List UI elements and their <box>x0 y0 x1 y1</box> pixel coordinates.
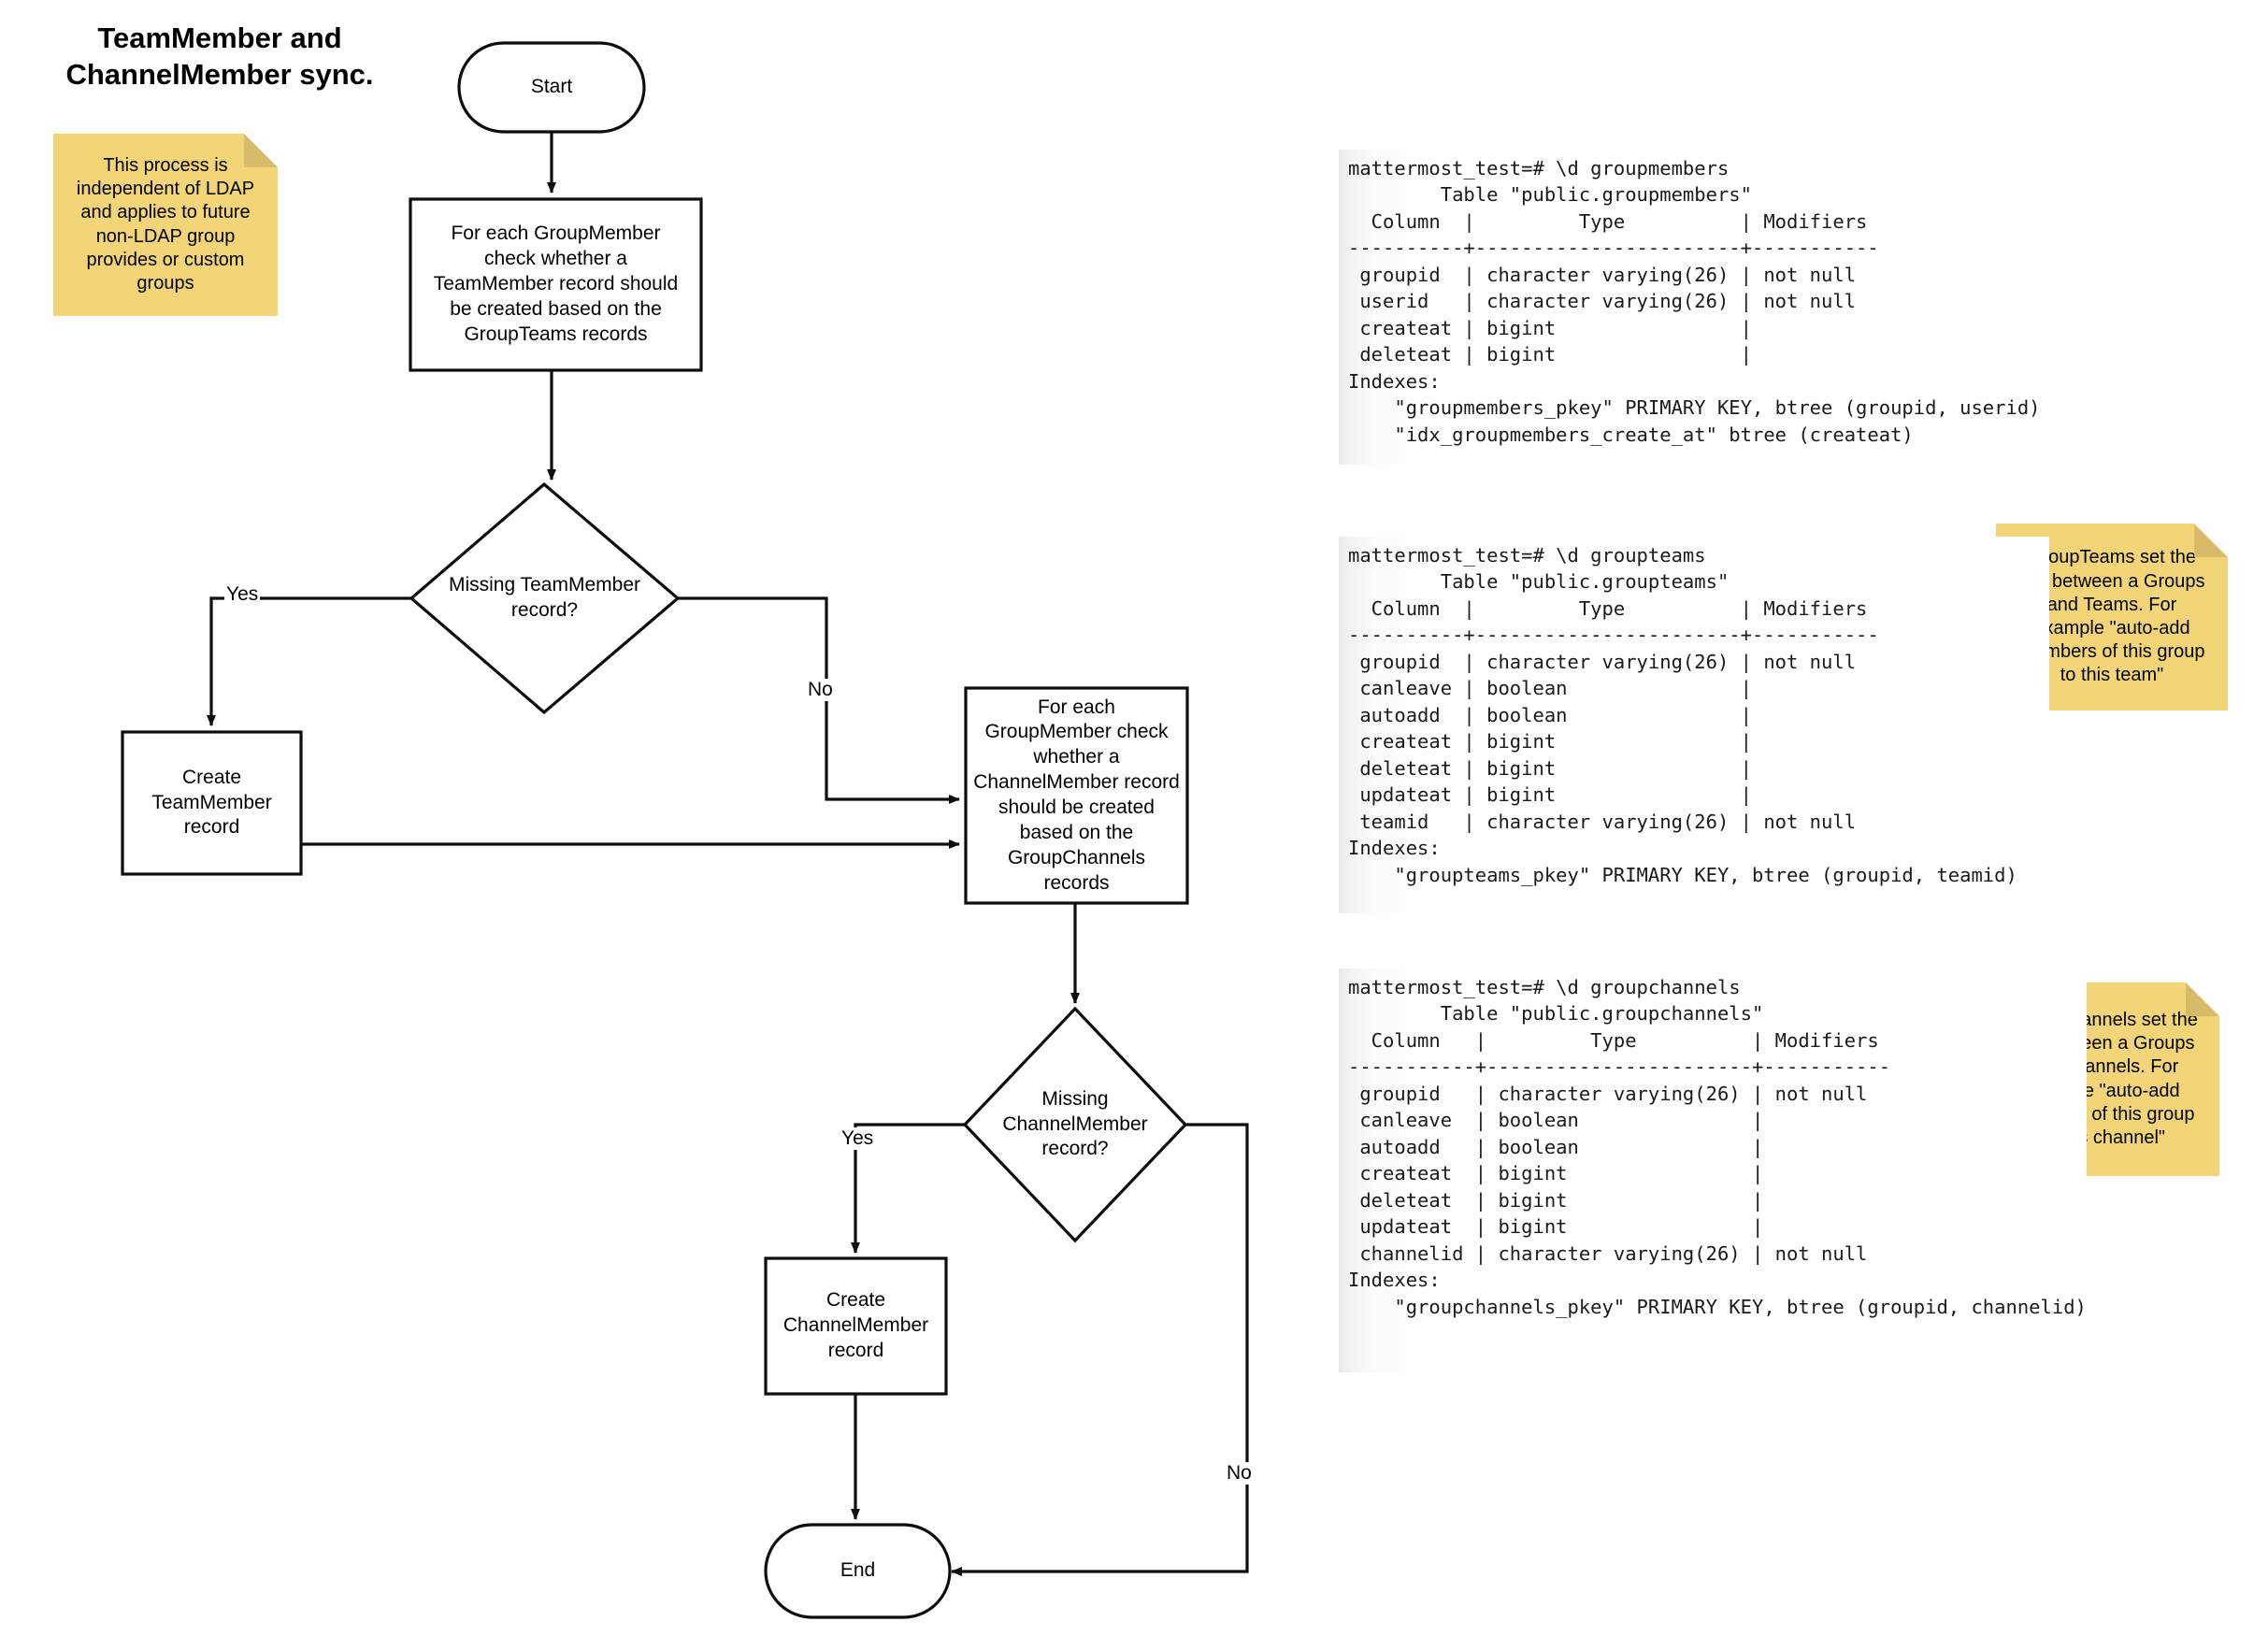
edge-label-channelmember-no: No <box>1225 1462 1254 1485</box>
terminal-line: autoadd | boolean | <box>1348 703 1752 726</box>
terminal-line: Column | Type | Modifiers <box>1348 209 1879 233</box>
terminal-line: Column | Type | Modifiers <box>1348 1028 1891 1052</box>
sticky-note-ldap: This process is independent of LDAP and … <box>53 134 278 316</box>
terminal-groupchannels: mattermost_test=# \d groupchannels Table… <box>1339 969 2087 1372</box>
terminal-line: ----------+-----------------------+-----… <box>1348 624 1879 647</box>
node-create-teammember-shape <box>121 730 303 876</box>
terminal-line: ----------+-----------------------+-----… <box>1348 237 1879 260</box>
terminal-line: autoadd | boolean | <box>1348 1135 1764 1158</box>
terminal-line: mattermost_test=# \d groupchannels <box>1348 976 1741 998</box>
node-create-channelmember-shape <box>764 1256 948 1396</box>
terminal-line: deleteat | bigint | <box>1348 756 1752 780</box>
terminal-line: updateat | bigint | <box>1348 1215 1764 1239</box>
page-title: TeamMember and ChannelMember sync. <box>65 22 374 91</box>
terminal-line: "groupchannels_pkey" PRIMARY KEY, btree … <box>1348 1295 2087 1318</box>
flowchart-graphics <box>121 41 1249 1619</box>
terminal-line: Table "public.groupteams" <box>1348 570 1730 594</box>
node-missing-teammember-shape <box>409 481 681 715</box>
edge-label-channelmember-yes: Yes <box>840 1127 876 1150</box>
terminal-line: teamid | character varying(26) | not nul… <box>1348 810 1857 833</box>
terminal-line: groupid | character varying(26) | not nu… <box>1348 650 1857 673</box>
terminal-line: createat | bigint | <box>1348 730 1752 753</box>
node-check-teammember-shape <box>409 197 703 372</box>
terminal-line: Table "public.groupmembers" <box>1348 183 1752 207</box>
terminal-line: canleave | boolean | <box>1348 677 1752 700</box>
terminal-groupteams: mattermost_test=# \d groupteams Table "p… <box>1339 537 2049 913</box>
terminal-line: Indexes: <box>1348 1269 1441 1292</box>
terminal-line: groupid | character varying(26) | not nu… <box>1348 263 1857 286</box>
edge-label-teammember-no: No <box>806 679 835 701</box>
sticky-fold-icon <box>2186 983 2219 1016</box>
node-end-shape <box>764 1523 952 1619</box>
terminal-line: -----------+-----------------------+----… <box>1348 1055 1891 1079</box>
terminal-line: "groupmembers_pkey" PRIMARY KEY, btree (… <box>1348 396 2041 420</box>
terminal-line: updateat | bigint | <box>1348 783 1752 807</box>
terminal-groupmembers: mattermost_test=# \d groupmembers Table … <box>1339 150 2049 465</box>
terminal-line: Column | Type | Modifiers <box>1348 596 1879 620</box>
terminal-line: deleteat | bigint | <box>1348 343 1752 366</box>
terminal-line: "idx_groupmembers_create_at" btree (crea… <box>1348 423 1914 446</box>
node-check-channelmember-shape <box>964 686 1189 905</box>
terminal-line: mattermost_test=# \d groupteams <box>1348 544 1706 567</box>
terminal-line: canleave | boolean | <box>1348 1109 1764 1132</box>
terminal-line: createat | bigint | <box>1348 1162 1764 1185</box>
terminal-line: Table "public.groupchannels" <box>1348 1002 1764 1026</box>
terminal-line: createat | bigint | <box>1348 316 1752 339</box>
edge-label-teammember-yes: Yes <box>224 583 261 606</box>
terminal-line: userid | character varying(26) | not nul… <box>1348 290 1857 313</box>
sticky-fold-icon <box>244 134 278 167</box>
sticky-note-ldap-text: This process is independent of LDAP and … <box>76 154 255 294</box>
terminal-line: mattermost_test=# \d groupmembers <box>1348 157 1730 179</box>
terminal-line: "groupteams_pkey" PRIMARY KEY, btree (gr… <box>1348 863 2017 886</box>
sticky-fold-icon <box>2194 524 2228 557</box>
terminal-line: channelid | character varying(26) | not … <box>1348 1241 1868 1265</box>
terminal-line: deleteat | bigint | <box>1348 1188 1764 1212</box>
terminal-line: groupid | character varying(26) | not nu… <box>1348 1082 1868 1105</box>
terminal-line: Indexes: <box>1348 369 1441 393</box>
node-missing-channelmember-shape <box>962 1006 1188 1243</box>
terminal-line: Indexes: <box>1348 837 1441 860</box>
node-start-shape <box>457 41 646 134</box>
